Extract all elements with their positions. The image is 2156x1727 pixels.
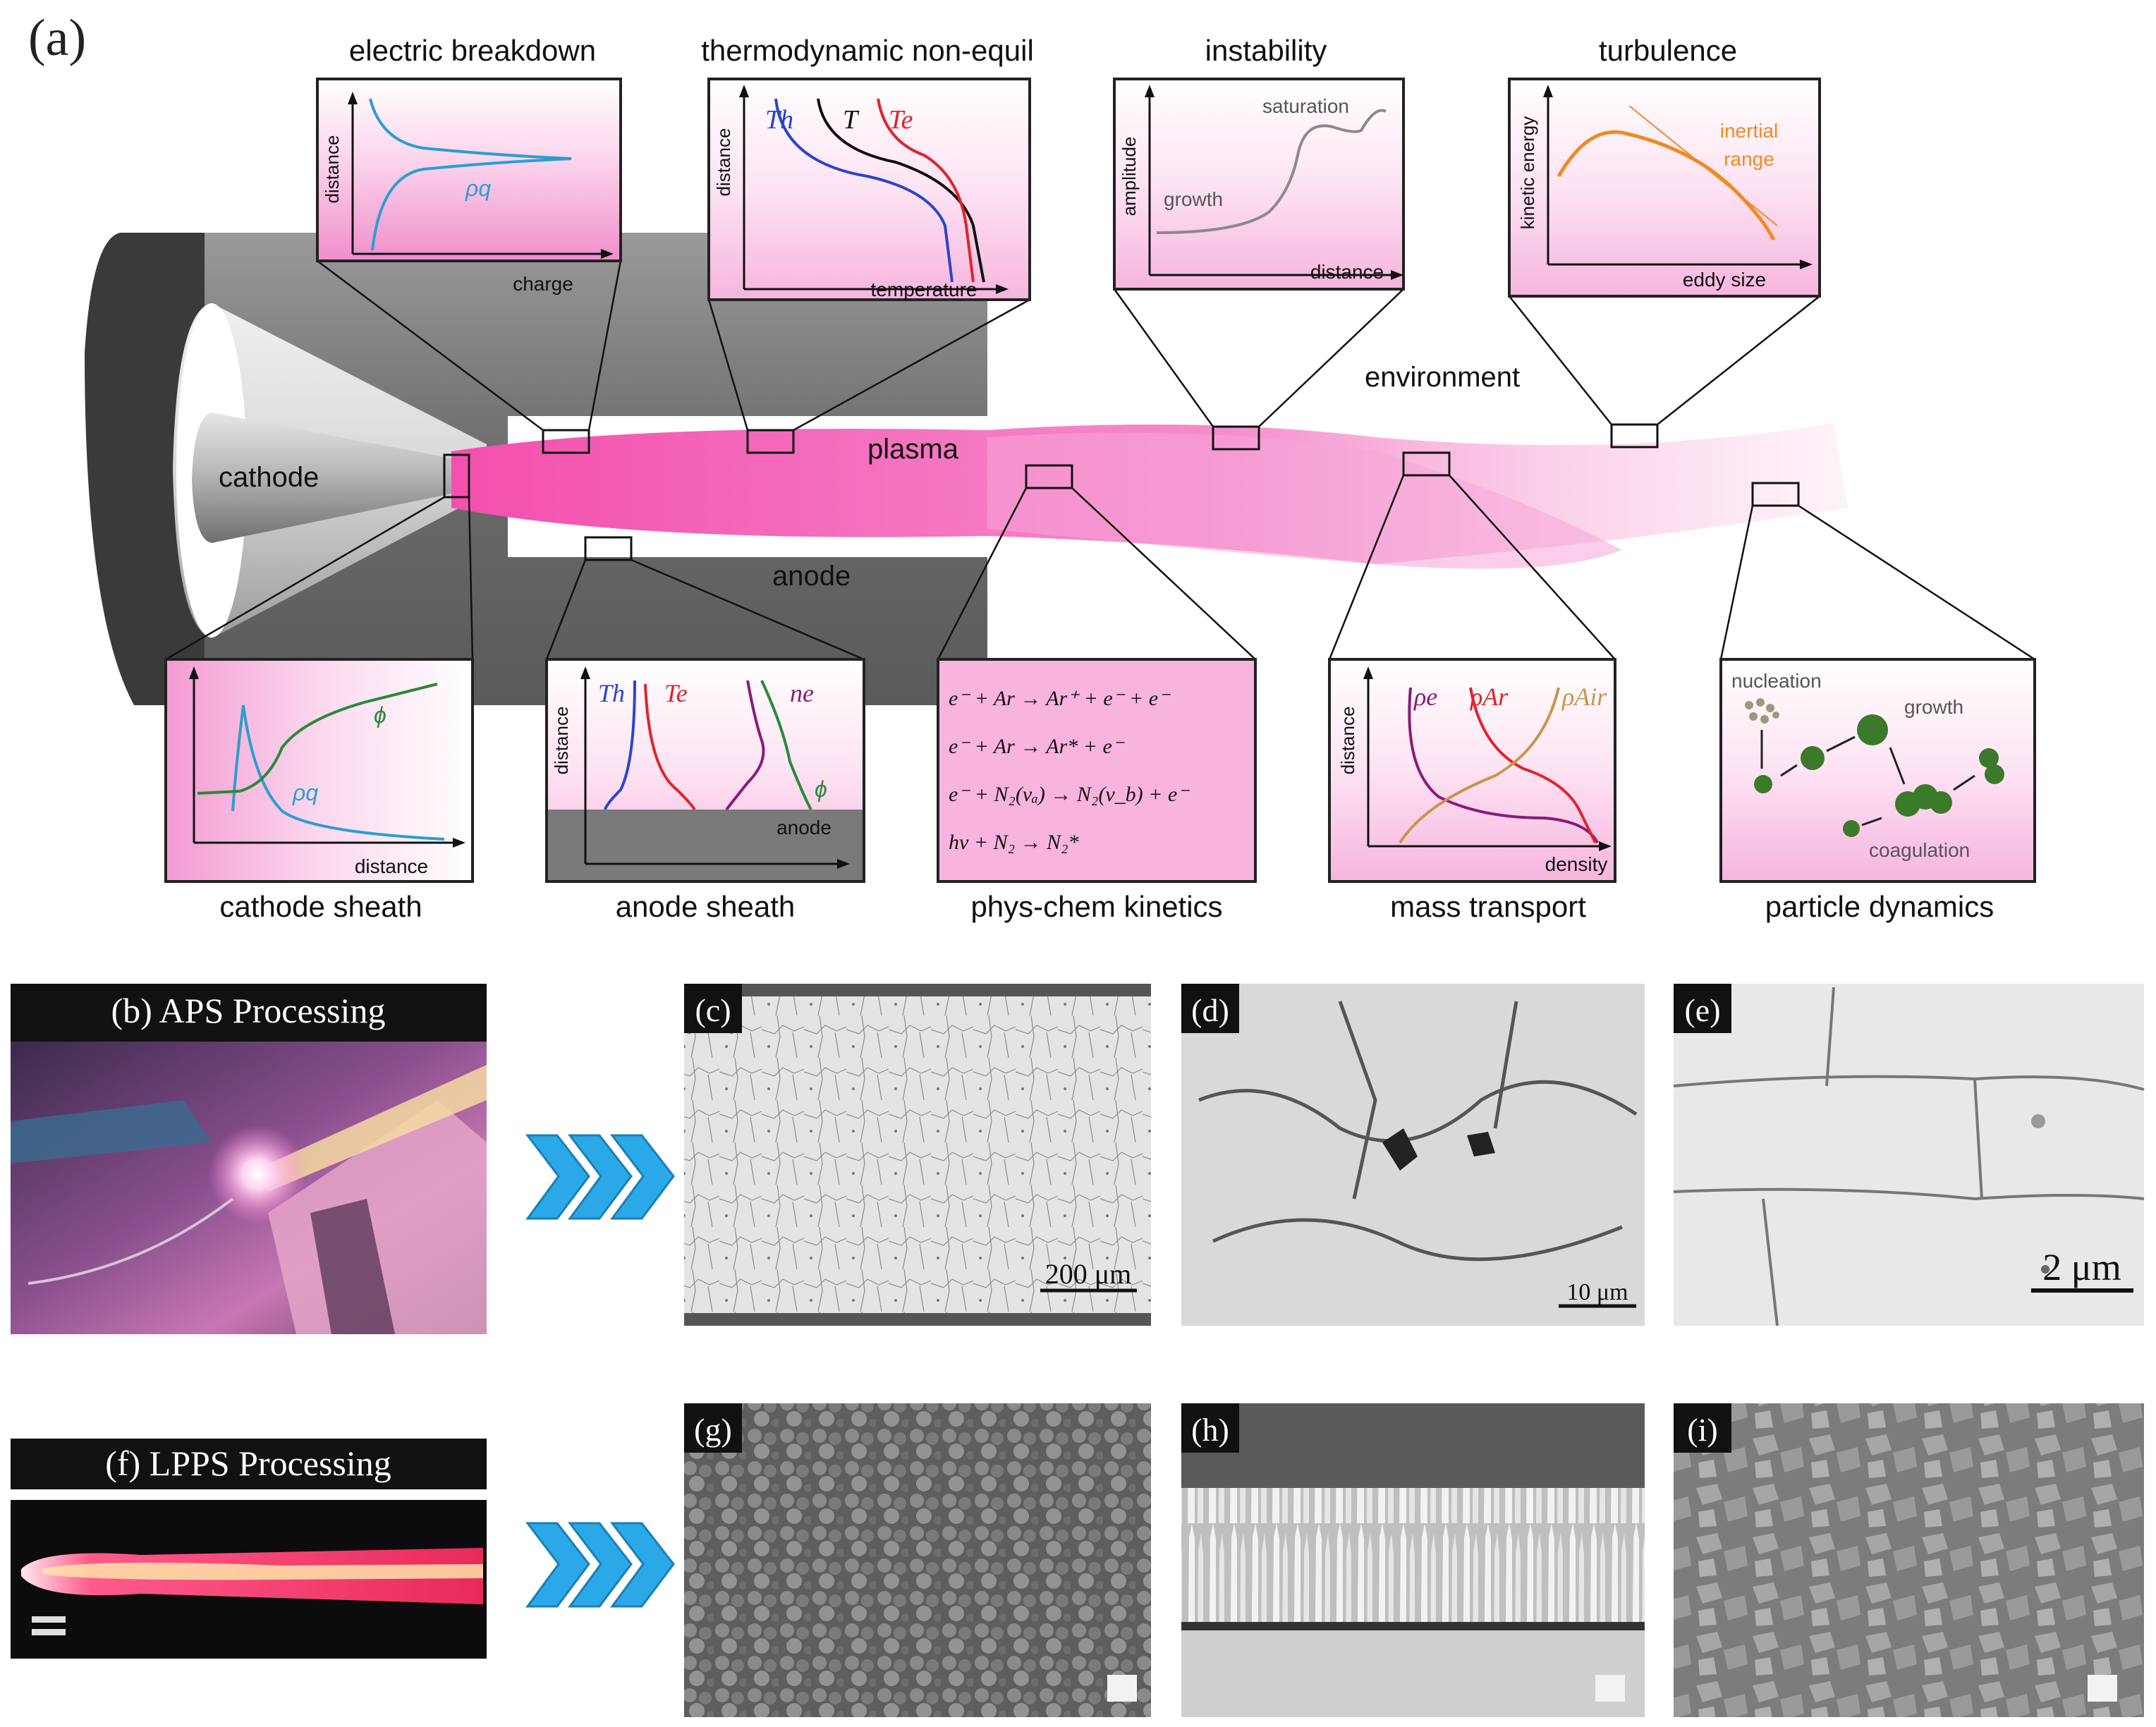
inset-title: turbulence xyxy=(1599,34,1737,67)
micrograph-c: (c) 200 μm xyxy=(684,984,1151,1326)
label-c: (c) xyxy=(695,992,731,1028)
svg-text:Th: Th xyxy=(765,105,793,135)
svg-text:coagulation: coagulation xyxy=(1869,839,1970,861)
torch-back-plate xyxy=(85,233,205,705)
svg-text:e⁻ + N₂(vₐ) → N₂(v_b) + e⁻: e⁻ + N₂(vₐ) → N₂(v_b) + e⁻ xyxy=(949,783,1190,806)
inset-title: electric breakdown xyxy=(349,34,596,67)
svg-text:ϕ: ϕ xyxy=(374,702,386,728)
svg-text:kinetic energy: kinetic energy xyxy=(1517,116,1538,229)
inset-title: particle dynamics xyxy=(1765,890,1994,923)
connector-lines xyxy=(165,260,2035,661)
svg-text:e⁻ + Ar → Ar* + e⁻: e⁻ + Ar → Ar* + e⁻ xyxy=(949,735,1125,758)
zoom-turbulence xyxy=(1610,423,1659,448)
svg-text:ρq: ρq xyxy=(465,176,491,201)
scale-c: 200 μm xyxy=(1045,1258,1132,1290)
plasma-plume xyxy=(987,432,1622,569)
svg-text:growth: growth xyxy=(1164,188,1223,210)
svg-text:distance: distance xyxy=(713,128,734,197)
label-anode: anode xyxy=(772,561,851,592)
panel-f-label: (f) LPPS Processing xyxy=(105,1444,391,1483)
inset-electric-breakdown: electric breakdown distance charge ρq xyxy=(316,34,622,295)
inset-title: instability xyxy=(1205,34,1327,67)
svg-text:ρq: ρq xyxy=(292,780,318,805)
inset-title: mass transport xyxy=(1390,890,1586,923)
panel-b-aps-photo: (b) APS Processing xyxy=(11,984,487,1334)
svg-text:temperature: temperature xyxy=(871,279,977,300)
svg-text:T: T xyxy=(843,105,860,135)
label-plasma: plasma xyxy=(867,434,959,465)
label-i: (i) xyxy=(1687,1412,1717,1448)
micrograph-i: (i) xyxy=(1674,1403,2144,1717)
zoom-thermo xyxy=(746,429,795,454)
svg-text:e⁻ + Ar → Ar⁺ + e⁻ + e⁻: e⁻ + Ar → Ar⁺ + e⁻ + e⁻ xyxy=(949,687,1171,710)
svg-text:distance: distance xyxy=(1337,707,1358,775)
panel-a-label: (a) xyxy=(28,9,86,67)
svg-text:ρAir: ρAir xyxy=(1561,683,1607,711)
zoom-particle xyxy=(1751,482,1800,507)
svg-text:charge: charge xyxy=(513,273,573,295)
label-g: (g) xyxy=(694,1412,732,1448)
zoom-electric-breakdown xyxy=(542,429,590,454)
zoom-instability xyxy=(1212,425,1260,451)
zoom-kinetics xyxy=(1025,464,1073,489)
zoom-cathode-sheath xyxy=(443,453,470,499)
svg-text:range: range xyxy=(1724,148,1774,170)
process-arrow-bottom xyxy=(525,1522,675,1608)
inset-thermo-nonequil: thermodynamic non-equil distance tempera… xyxy=(701,34,1034,301)
zoom-anode-sheath xyxy=(584,536,633,561)
label-cathode: cathode xyxy=(219,462,319,493)
inset-kinetics: e⁻ + Ar → Ar⁺ + e⁻ + e⁻ e⁻ + Ar → Ar* + … xyxy=(937,658,1257,923)
micrograph-e: (e) 2 μm xyxy=(1673,984,2145,1326)
micrograph-g: (g) xyxy=(684,1403,1151,1717)
inset-mass-transport: distance density ρe ρAr ρAir mass transp… xyxy=(1328,658,1616,923)
panel-f-lpps-photo: (f) LPPS Processing xyxy=(11,1439,487,1659)
micrograph-h: (h) xyxy=(1181,1403,1645,1717)
inset-turbulence: turbulence kinetic energy eddy size iner… xyxy=(1508,34,1821,298)
micrograph-d: (d) 10 μm xyxy=(1181,984,1645,1326)
svg-text:amplitude: amplitude xyxy=(1119,137,1140,216)
anode-body xyxy=(205,233,987,705)
inset-title: thermodynamic non-equil xyxy=(701,34,1034,67)
torch-assembly xyxy=(85,233,1848,705)
svg-text:distance: distance xyxy=(355,855,428,877)
inset-particle-dynamics: nucleation growth coagulation particle d… xyxy=(1719,658,2036,923)
zoom-mass-transport xyxy=(1402,451,1451,477)
svg-text:ϕ: ϕ xyxy=(815,776,827,802)
label-e: (e) xyxy=(1684,992,1720,1028)
svg-text:ρAr: ρAr xyxy=(1470,683,1509,711)
cathode-body xyxy=(192,413,451,543)
svg-text:ne: ne xyxy=(790,679,814,707)
svg-text:Te: Te xyxy=(889,105,913,135)
svg-text:inertial: inertial xyxy=(1720,120,1778,142)
svg-text:eddy size: eddy size xyxy=(1683,269,1766,291)
inset-title: phys-chem kinetics xyxy=(970,890,1222,923)
svg-text:Th: Th xyxy=(598,679,625,707)
inset-anode-sheath: distance anode Th Te ne ϕ anode sheath xyxy=(545,658,865,923)
svg-text:Te: Te xyxy=(664,679,688,707)
process-arrow-top xyxy=(525,1134,675,1220)
svg-text:anode: anode xyxy=(776,817,832,838)
svg-text:saturation: saturation xyxy=(1262,95,1349,117)
inset-instability: instability amplitude distance growth sa… xyxy=(1113,34,1405,291)
svg-text:hν + N₂ → N₂*: hν + N₂ → N₂* xyxy=(949,831,1078,854)
zoom-markers xyxy=(443,423,1800,561)
svg-text:distance: distance xyxy=(551,707,572,775)
label-d: (d) xyxy=(1191,992,1229,1028)
label-h: (h) xyxy=(1191,1412,1229,1448)
inset-cathode-sheath: distance ρq ϕ cathode sheath xyxy=(164,658,474,923)
inset-title: cathode sheath xyxy=(219,890,422,923)
scale-d: 10 μm xyxy=(1566,1279,1628,1305)
scale-e: 2 μm xyxy=(2042,1246,2121,1288)
svg-text:distance: distance xyxy=(1310,261,1384,283)
svg-text:nucleation: nucleation xyxy=(1731,670,1822,692)
svg-text:distance: distance xyxy=(322,135,343,204)
inset-title: anode sheath xyxy=(616,890,796,923)
svg-text:growth: growth xyxy=(1904,696,1963,718)
svg-text:ρe: ρe xyxy=(1413,683,1437,711)
panel-b-label: (b) APS Processing xyxy=(111,991,386,1030)
label-environment: environment xyxy=(1365,362,1520,393)
svg-text:density: density xyxy=(1545,853,1608,875)
